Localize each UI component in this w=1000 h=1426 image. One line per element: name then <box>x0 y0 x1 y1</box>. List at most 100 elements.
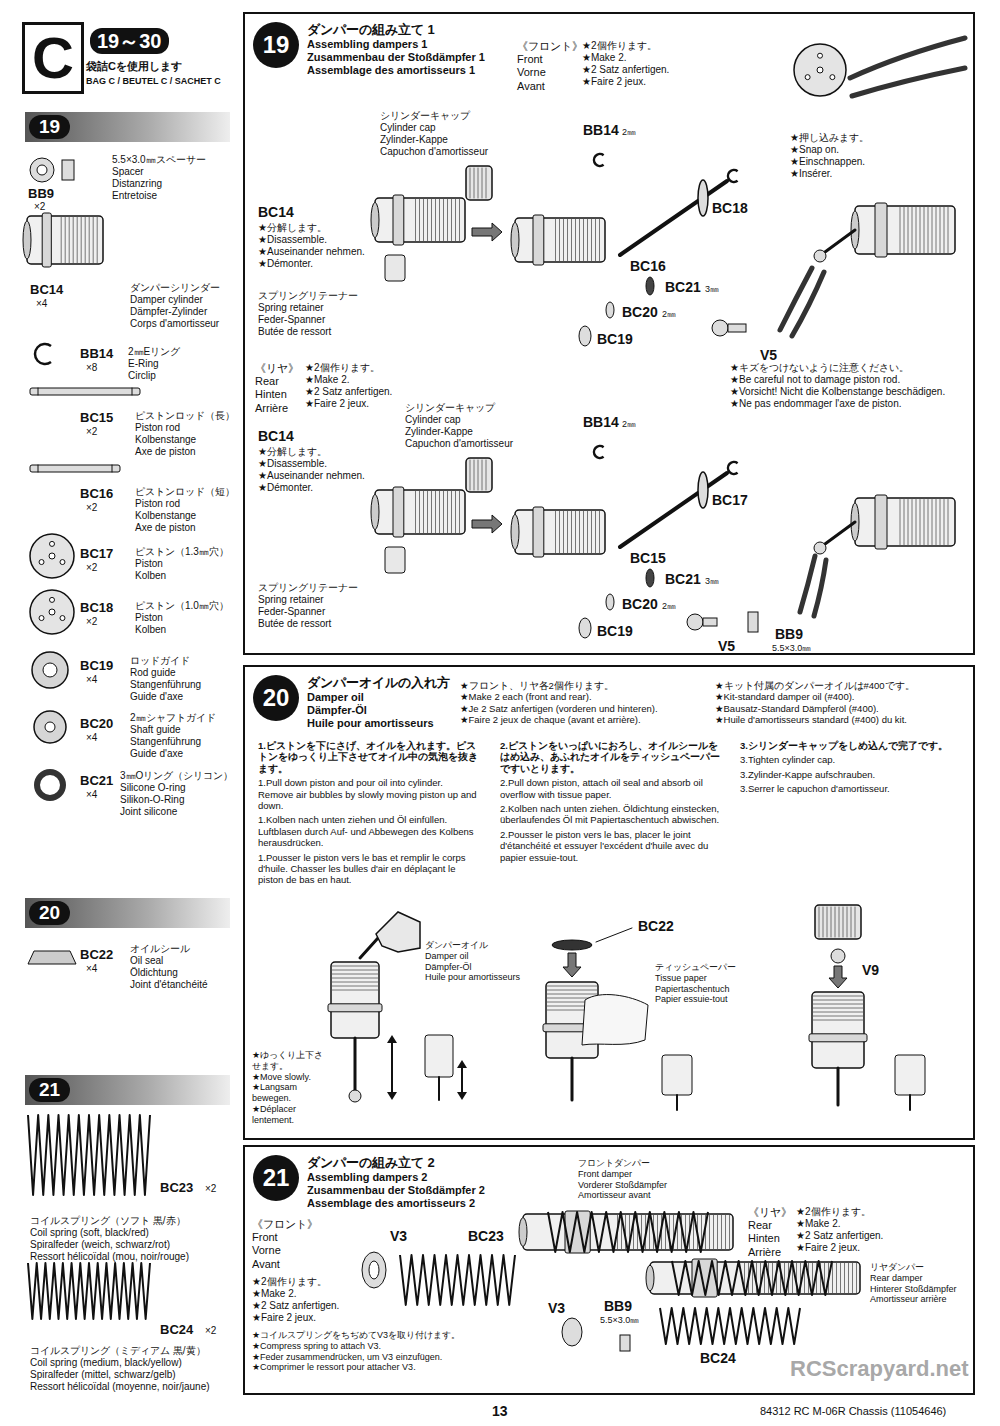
node-text: C <box>25 25 81 91</box>
oil-seal-icon <box>28 951 76 964</box>
thread-line <box>856 1263 857 1293</box>
bag-note: BAG C / BEUTEL C / SACHET C <box>86 76 221 87</box>
part-code: BC21 <box>665 279 701 296</box>
thread-line <box>928 207 929 253</box>
thread-line <box>599 511 600 553</box>
part-name: Shaft guide <box>130 724 181 736</box>
rod-guide <box>579 618 591 638</box>
thread-line <box>721 1215 722 1249</box>
part-code: BC18 <box>712 200 748 217</box>
thread-line <box>451 491 452 533</box>
part-callout: シリンダーキャップ <box>380 110 470 122</box>
quantity: ×2 <box>86 562 97 574</box>
step-bar: 20 <box>25 898 230 928</box>
thread-line <box>591 219 592 261</box>
part-name: Spiralfeder (mittel, schwarz/gelb) <box>30 1369 235 1381</box>
part-name: Guide d'axe <box>130 691 183 703</box>
variant-heading: Front <box>517 53 543 66</box>
collar <box>328 1004 382 1012</box>
step-bar: 19 <box>25 112 230 142</box>
rod-end <box>712 320 728 336</box>
thread-line <box>423 199 424 241</box>
variant-heading: Vorne <box>252 1244 281 1257</box>
part-name: E-Ring <box>128 358 159 370</box>
rod-groove <box>38 388 39 395</box>
piston <box>698 180 708 216</box>
part-callout: Tissue paper <box>655 973 707 984</box>
oil-bottle <box>376 912 420 952</box>
guide-icon <box>34 711 66 743</box>
part-code: BC14 <box>30 282 63 298</box>
thread-line <box>932 499 933 545</box>
instruction-note: ★Langsam bewegen. <box>252 1082 332 1104</box>
node-text: 21 <box>263 1164 290 1193</box>
thread-line <box>73 217 74 263</box>
piston-hole <box>39 560 44 565</box>
piston-icon <box>30 534 74 578</box>
part-callout: リヤダンパー <box>870 1262 924 1273</box>
part-name: オイルシール <box>130 943 190 955</box>
instruction-note: ★Make 2. <box>305 374 350 386</box>
thread-line <box>587 511 588 553</box>
thread-line <box>595 511 596 553</box>
thread-line <box>427 199 428 241</box>
cylinder-cap <box>466 458 492 492</box>
part-name: Spacer <box>112 166 144 178</box>
damper-cylinder <box>515 218 605 262</box>
thread-line <box>940 207 941 253</box>
part-callout: Cylinder cap <box>380 122 436 134</box>
thread-line <box>836 1263 837 1293</box>
part-callout: ダンパーオイル <box>425 940 488 951</box>
guide-hole <box>43 663 57 677</box>
cylinder-end <box>646 1265 654 1291</box>
part-callout: Rear damper <box>870 1273 923 1284</box>
instruction-note: ★ゆっくり上下させます。 <box>252 1050 332 1072</box>
variant-heading: Hinten <box>255 388 287 401</box>
part-name: Entretoise <box>112 190 157 202</box>
thread-line <box>547 986 597 987</box>
part-callout: Spring retainer <box>258 594 324 606</box>
arrow-head <box>457 1060 467 1068</box>
spring-retainer <box>362 1252 386 1288</box>
instruction-note: ★Feder zusammendrücken, um V3 einzufügen… <box>252 1352 462 1363</box>
node-text: 20 <box>29 901 70 925</box>
collar <box>393 487 404 537</box>
thread-line <box>332 978 378 979</box>
part-name: ピストン（1.0㎜穴） <box>135 600 229 612</box>
damper-cylinder <box>331 962 379 1038</box>
part-callout: Hinterer Stoßdämpfer <box>870 1284 957 1295</box>
step-text: 1.Kolben nach unten ziehen und Öl einfül… <box>258 814 480 848</box>
tissue-paper <box>582 995 648 1045</box>
caution-note: ★Ne pas endommager l'axe de piston. <box>730 398 970 410</box>
thread-line <box>69 217 70 263</box>
thread-line <box>717 1215 718 1249</box>
piston-rod <box>837 1068 840 1105</box>
rod-end <box>349 1090 361 1102</box>
pliers <box>800 556 826 616</box>
coil-spring <box>672 1261 832 1295</box>
rod-groove <box>38 465 39 472</box>
thread-line <box>813 1004 863 1005</box>
thread-line <box>547 990 597 991</box>
variant-heading: 《リヤ》 <box>748 1206 792 1219</box>
part-callout: Feder-Spanner <box>258 314 325 326</box>
instruction-note: ★Insérer. <box>790 168 832 180</box>
e-ring <box>594 154 604 166</box>
part-code: BC19 <box>80 658 113 674</box>
damper-cylinder <box>855 498 955 546</box>
cylinder-end <box>371 494 379 529</box>
instruction-note: ★Move slowly. <box>252 1072 332 1083</box>
part-name: ピストン（1.3㎜穴） <box>135 546 229 558</box>
bottle-nozzle <box>360 938 378 958</box>
node-text: 20 <box>263 684 290 713</box>
part-name: Oil seal <box>130 955 163 967</box>
part-callout: Zylinder-Kappe <box>405 426 473 438</box>
cap-ridge <box>835 907 836 937</box>
thread-line <box>579 511 580 553</box>
instruction-note: ★Make 2. <box>796 1218 841 1230</box>
piston-hole <box>49 609 55 615</box>
part-name: Kolbenstange <box>135 434 196 446</box>
cap-ridge <box>851 907 852 937</box>
thread-line <box>813 1012 863 1013</box>
thread-line <box>916 207 917 253</box>
